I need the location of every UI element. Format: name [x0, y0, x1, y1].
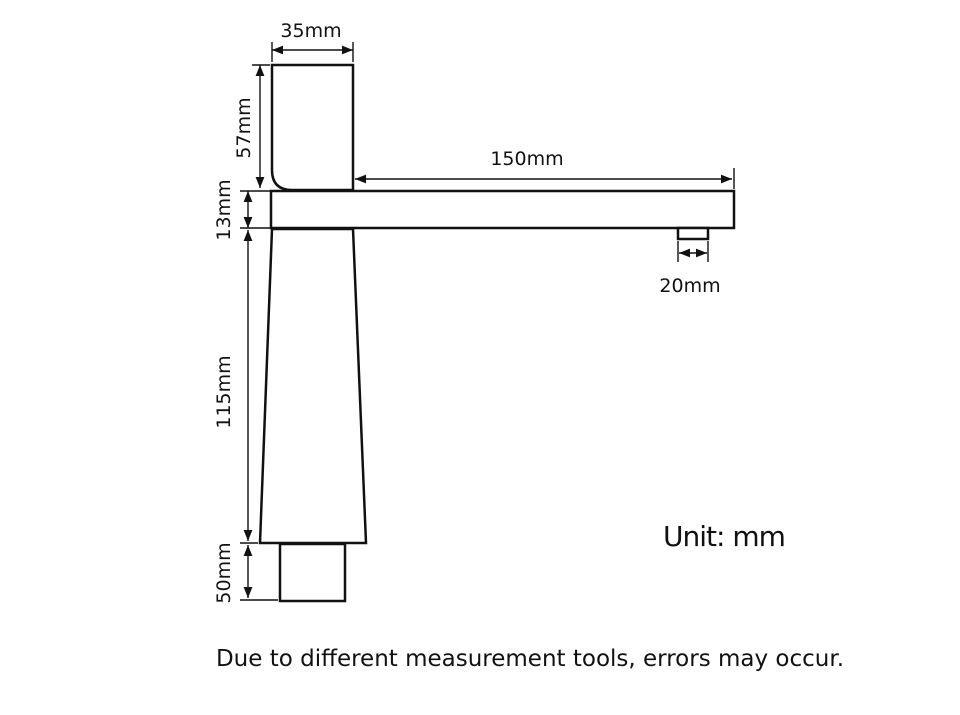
- dimension-body-height: 115mm: [213, 230, 258, 544]
- dimension-handle-height-label: 57mm: [233, 97, 255, 158]
- dimension-body-height-label: 115mm: [213, 355, 235, 428]
- dimension-spout-length: 150mm: [355, 148, 735, 189]
- unit-label: Unit: mm: [663, 520, 785, 553]
- dimension-handle-height: 57mm: [233, 64, 270, 188]
- base-shank-shape: [278, 542, 347, 603]
- dimension-top-width: 35mm: [271, 20, 354, 62]
- body-shape: [258, 227, 368, 545]
- disclaimer-text: Due to different measurement tools, erro…: [216, 646, 844, 672]
- dimension-top-width-label: 35mm: [280, 20, 341, 42]
- dimension-spout-thickness-label: 13mm: [213, 179, 235, 240]
- outlet-aerator-shape: [676, 226, 710, 241]
- dimension-base-height: 50mm: [213, 542, 278, 604]
- handle-shape: [270, 63, 355, 192]
- dimension-base-height-label: 50mm: [213, 542, 235, 603]
- dimension-outlet-width: 20mm: [659, 241, 721, 297]
- spout-arm-shape: [269, 189, 736, 230]
- dimension-spout-thickness: 13mm: [213, 179, 270, 241]
- dimension-spout-length-label: 150mm: [490, 148, 563, 170]
- dimension-outlet-width-label: 20mm: [659, 275, 720, 297]
